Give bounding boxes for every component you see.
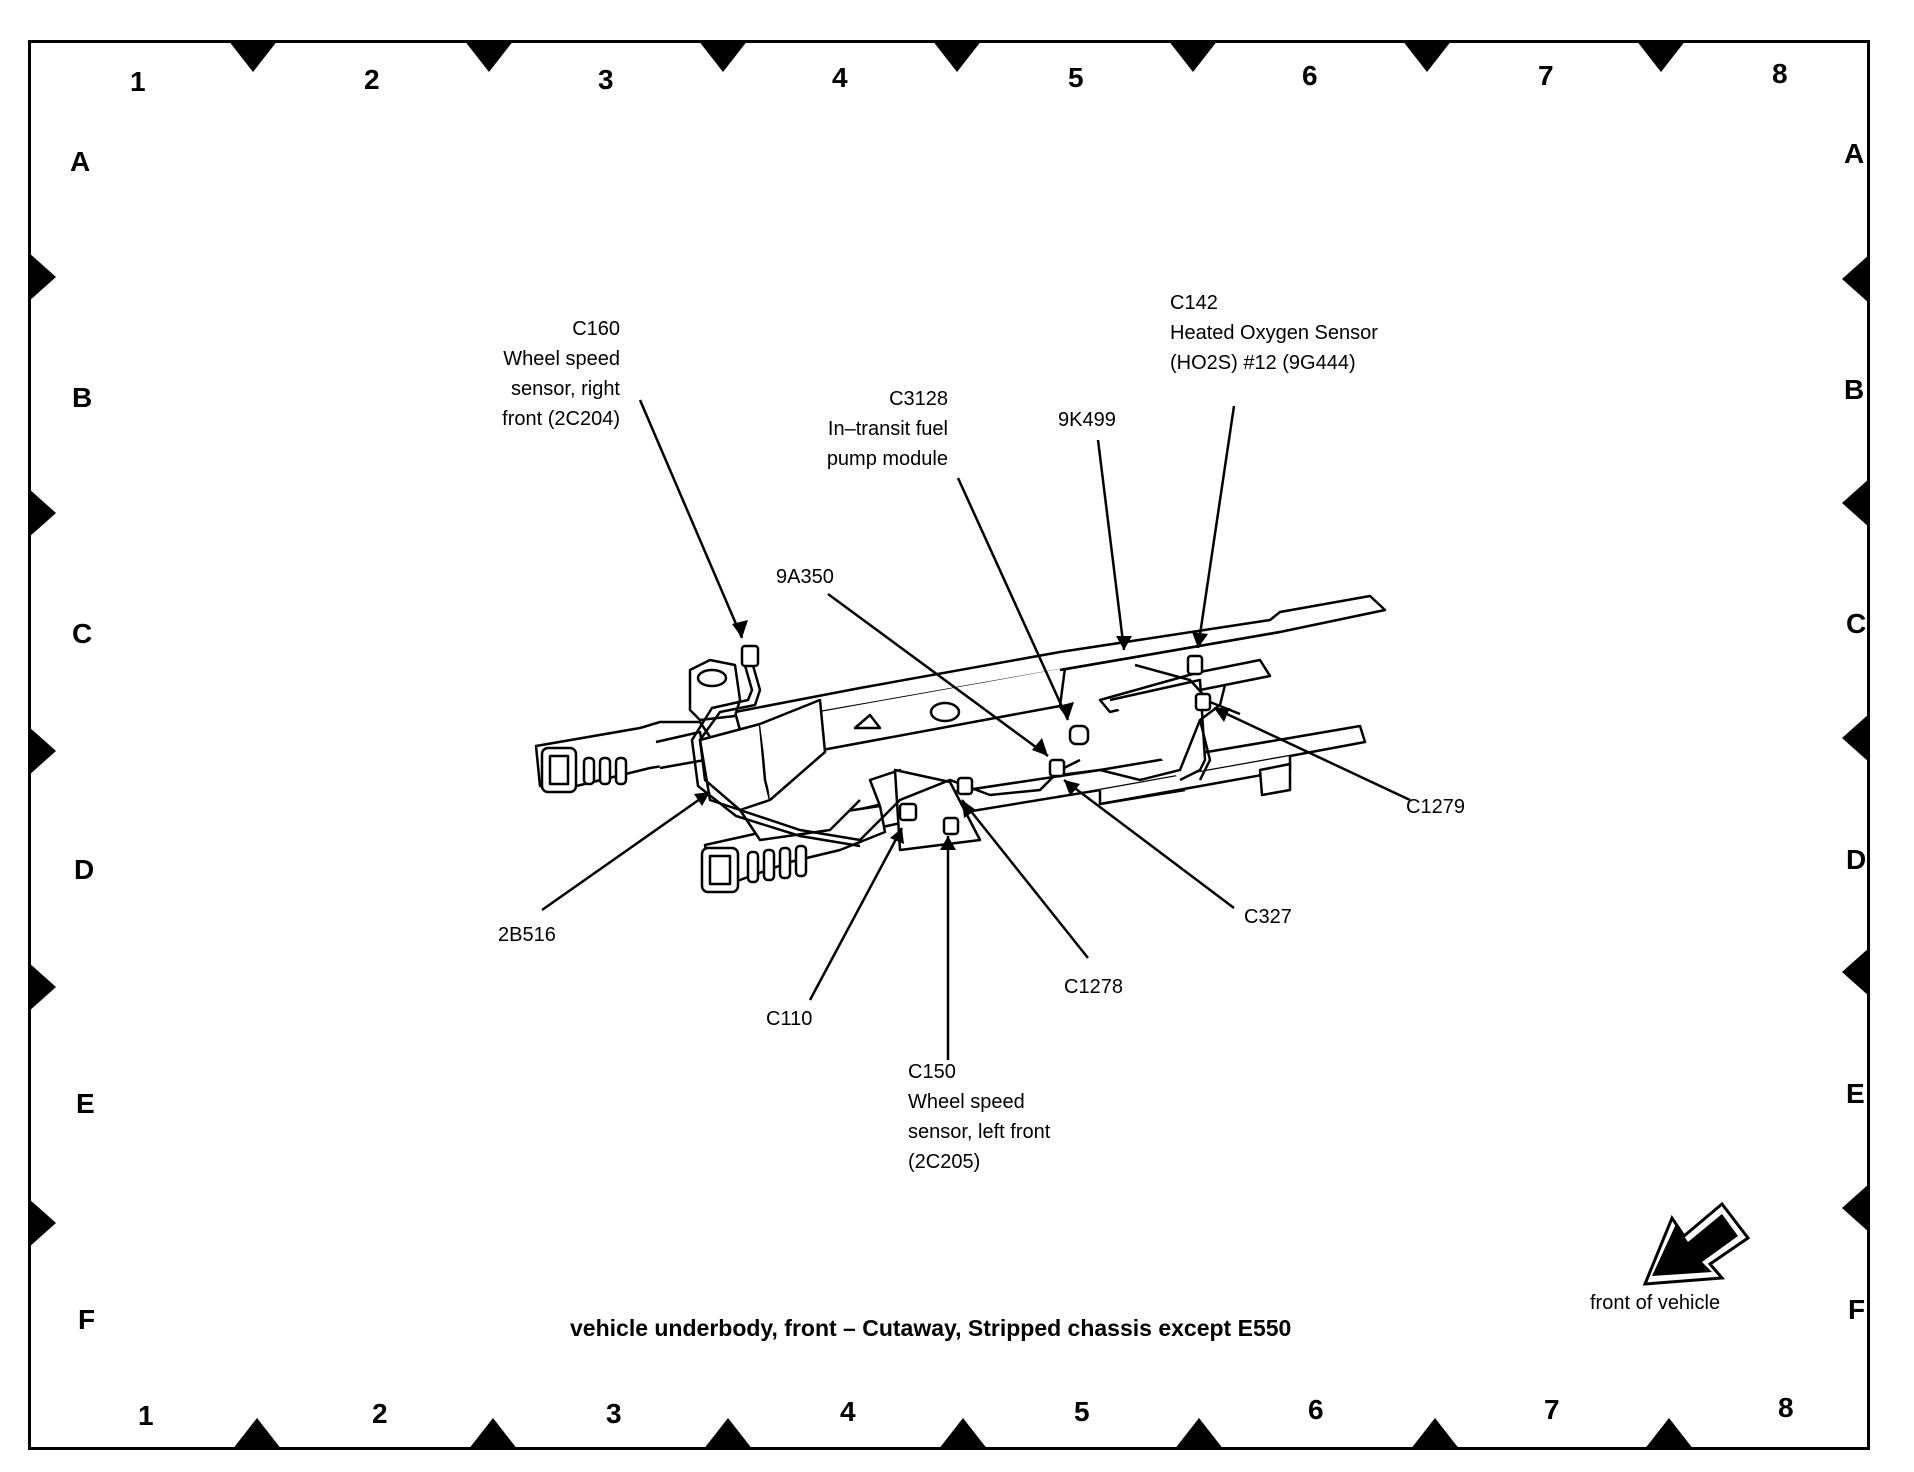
front-of-vehicle-label: front of vehicle	[1590, 1292, 1721, 1314]
callout-2b516: 2B516	[498, 924, 556, 946]
row-label-a-right: A	[1844, 138, 1865, 169]
front-arrow-icon	[1642, 1201, 1751, 1286]
column-label-7-top: 7	[1538, 60, 1554, 91]
callout-c3128-in-transit-fuel-pump-module: C3128 In–transit fuel pump module	[826, 388, 948, 470]
column-label-3-top: 3	[598, 64, 614, 95]
column-label-7-bottom: 7	[1544, 1394, 1560, 1425]
column-label-1-top: 1	[130, 66, 146, 97]
edge-markers	[28, 40, 1870, 1450]
row-label-c-right: C	[1846, 608, 1867, 639]
callout-c110: C110	[766, 1008, 813, 1030]
column-label-2-bottom: 2	[372, 1398, 388, 1429]
callout-c327: C327	[1244, 906, 1292, 928]
column-label-8-top: 8	[1772, 58, 1788, 89]
callout-c1278: C1278	[1064, 976, 1123, 998]
row-label-d-left: D	[74, 854, 95, 885]
callout-c142-heated-oxygen-sensor: C142 Heated Oxygen Sensor (HO2S) #12 (9G…	[1170, 292, 1378, 374]
row-label-e-right: E	[1846, 1078, 1865, 1109]
column-label-5-bottom: 5	[1074, 1396, 1090, 1427]
row-label-b-right: B	[1844, 374, 1865, 405]
callout-9a350: 9A350	[776, 566, 834, 588]
chassis-frame	[534, 594, 1387, 894]
column-label-3-bottom: 3	[606, 1398, 622, 1429]
row-label-e-left: E	[76, 1088, 95, 1119]
diagram-caption: vehicle underbody, front – Cutaway, Stri…	[570, 1315, 1292, 1341]
connectors	[740, 644, 1212, 836]
row-label-d-right: D	[1846, 844, 1867, 875]
callout-c150-left-front-wheel-speed-sensor: C150 Wheel speed sensor, left front (2C2…	[908, 1061, 1051, 1173]
leader-arrowheads	[694, 620, 1230, 850]
column-label-8-bottom: 8	[1778, 1392, 1794, 1423]
callout-c1279: C1279	[1406, 796, 1465, 818]
column-label-6-top: 6	[1302, 60, 1318, 91]
leader-lines	[541, 399, 1411, 1060]
row-label-f-right: F	[1848, 1294, 1866, 1325]
column-label-4-top: 4	[832, 62, 848, 93]
row-label-f-left: F	[78, 1304, 96, 1335]
column-label-1-bottom: 1	[138, 1400, 154, 1431]
callout-9k499: 9K499	[1058, 409, 1116, 431]
row-label-b-left: B	[72, 382, 93, 413]
callout-c160-right-front-wheel-speed-sensor: C160 Wheel speed sensor, right front (2C…	[502, 318, 620, 430]
column-label-5-top: 5	[1068, 62, 1084, 93]
column-label-6-bottom: 6	[1308, 1394, 1324, 1425]
column-label-2-top: 2	[364, 64, 380, 95]
column-label-4-bottom: 4	[840, 1396, 856, 1427]
row-label-c-left: C	[72, 618, 93, 649]
row-label-a-left: A	[70, 146, 91, 177]
